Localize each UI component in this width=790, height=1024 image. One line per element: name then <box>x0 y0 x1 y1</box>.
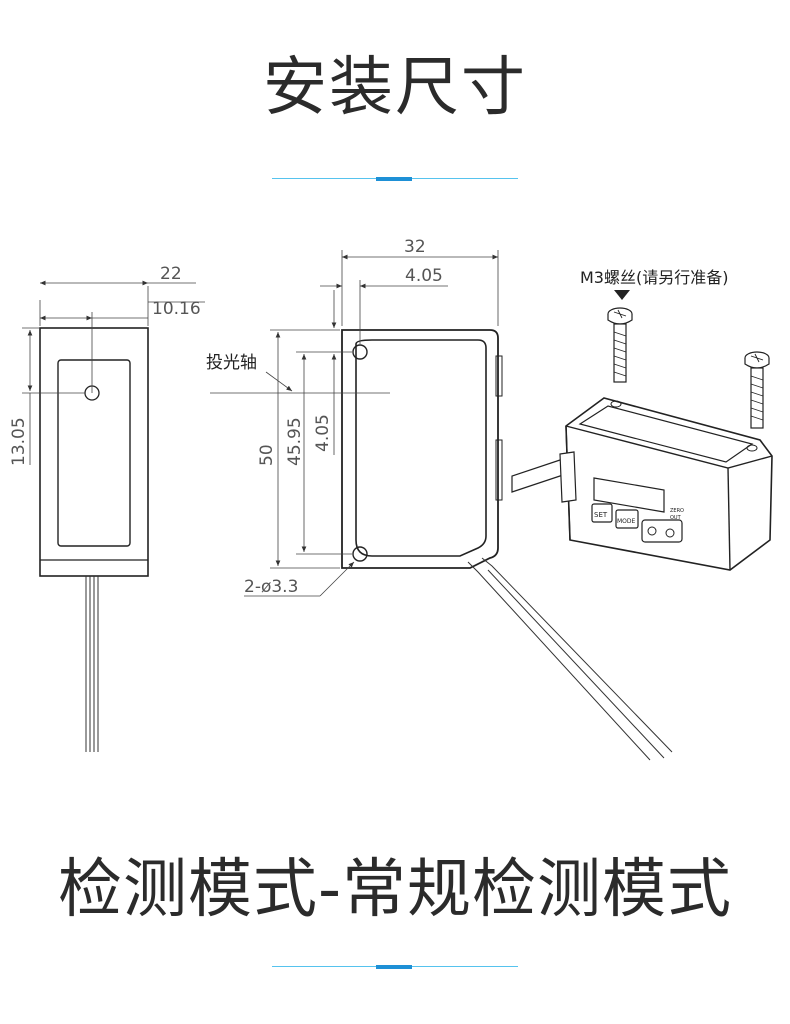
front-view-inner-frame <box>355 339 487 557</box>
down-button-icon <box>647 526 657 536</box>
zero-label: ZERO <box>670 508 684 514</box>
section-title: 检测模式-常规检测模式 <box>57 853 733 927</box>
mode-button-label: MODE <box>617 518 636 525</box>
title-divider <box>272 177 518 181</box>
side-height-dim: 13.05 <box>9 417 29 466</box>
front-hole-offset-dim: 4.05 <box>405 266 443 286</box>
screw-label: M3螺丝(请另行准备) <box>580 268 728 287</box>
section-divider <box>272 965 518 969</box>
perspective-cable <box>511 457 567 493</box>
hole-label: 2-ø3.3 <box>244 577 298 597</box>
side-view-body <box>39 327 149 577</box>
side-view-window <box>57 359 131 547</box>
page-title: 安装尺寸 <box>263 51 527 125</box>
mode-button <box>615 509 639 529</box>
perspective-view: M3螺丝(请另行准备) SET MODE <box>511 268 773 571</box>
set-button <box>591 503 613 523</box>
screw-pointer-icon <box>614 290 630 300</box>
side-view-cable <box>85 576 99 752</box>
front-hole-spacing-dim: 45.95 <box>285 417 305 466</box>
divider-accent <box>376 177 412 181</box>
set-button-label: SET <box>594 511 608 519</box>
up-button-icon <box>665 528 675 538</box>
front-height-dim: 50 <box>257 444 277 466</box>
side-view: 22 10.16 13.05 <box>9 264 205 752</box>
perspective-display <box>593 477 665 513</box>
axis-label: 投光轴 <box>206 353 257 373</box>
front-width-dim: 32 <box>404 237 426 257</box>
screw-2 <box>744 351 770 429</box>
divider-accent <box>376 965 412 969</box>
upper-mounting-hole <box>352 344 368 360</box>
out-label: OUT <box>670 515 682 521</box>
side-offset-dim: 10.16 <box>152 299 201 319</box>
side-width-dim: 22 <box>160 264 182 284</box>
front-view-cable <box>467 557 673 761</box>
installation-dimension-drawing: 22 10.16 13.05 32 4.05 <box>9 237 773 761</box>
front-view-body <box>341 329 499 569</box>
front-view: 32 4.05 50 45.95 4.05 投光轴 2-ø3.3 <box>206 237 673 761</box>
front-hole-vertical-dim: 4.05 <box>313 414 333 452</box>
lower-mounting-hole <box>352 546 368 562</box>
screw-1 <box>607 307 633 383</box>
